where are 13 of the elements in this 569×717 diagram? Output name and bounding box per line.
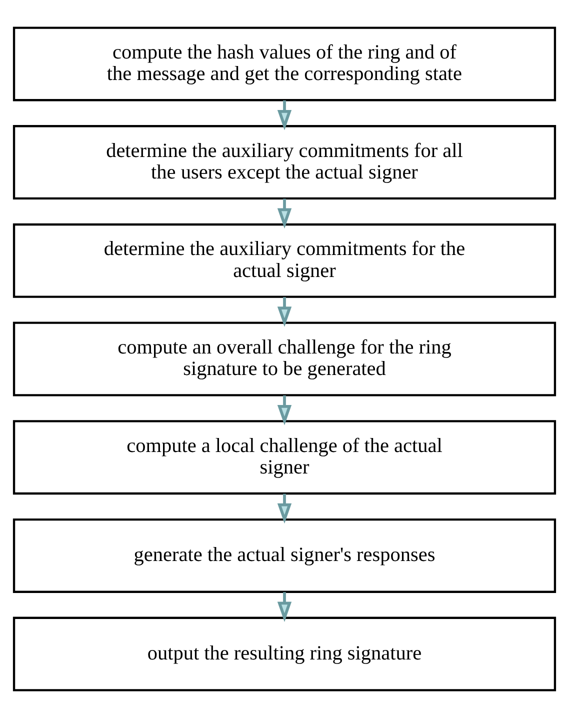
node-box: generate the actual signer's responses	[12, 518, 556, 592]
arrow	[277, 100, 292, 130]
arrow	[277, 592, 292, 622]
node-box: compute the hash values of the ring and of the message and get the corresponding state	[12, 26, 556, 101]
arrow	[277, 493, 292, 524]
node-box: determine the auxiliary commitments for the actual signer	[12, 222, 556, 298]
node-box: compute a local challenge of the actual signer	[12, 420, 556, 494]
node-box: compute an overall challenge for the ring signature to be generated	[12, 321, 556, 396]
arrow	[277, 296, 292, 326]
arrow	[277, 198, 292, 228]
node-box: output the resulting ring signature	[12, 616, 556, 691]
node-box: determine the auxiliary commitments for all the users except the actual signer	[12, 124, 556, 200]
arrow	[277, 394, 292, 425]
